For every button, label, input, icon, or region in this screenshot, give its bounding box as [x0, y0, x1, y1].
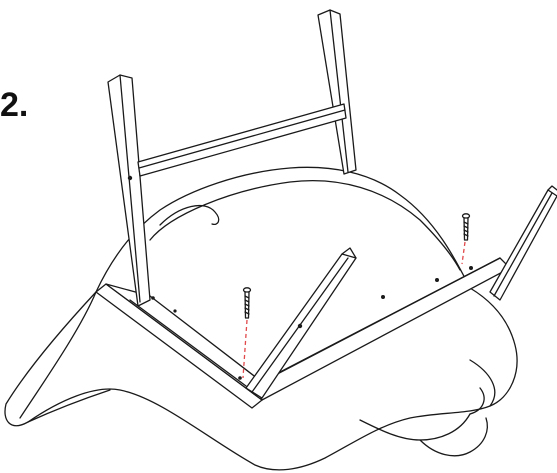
- screw-icon: [463, 214, 470, 240]
- back-leg-right: [318, 10, 356, 174]
- chair-seat-shell: [5, 167, 517, 470]
- back-stretcher: [138, 104, 346, 176]
- screw-guide-line: [462, 242, 465, 264]
- front-leg-right: [490, 186, 557, 300]
